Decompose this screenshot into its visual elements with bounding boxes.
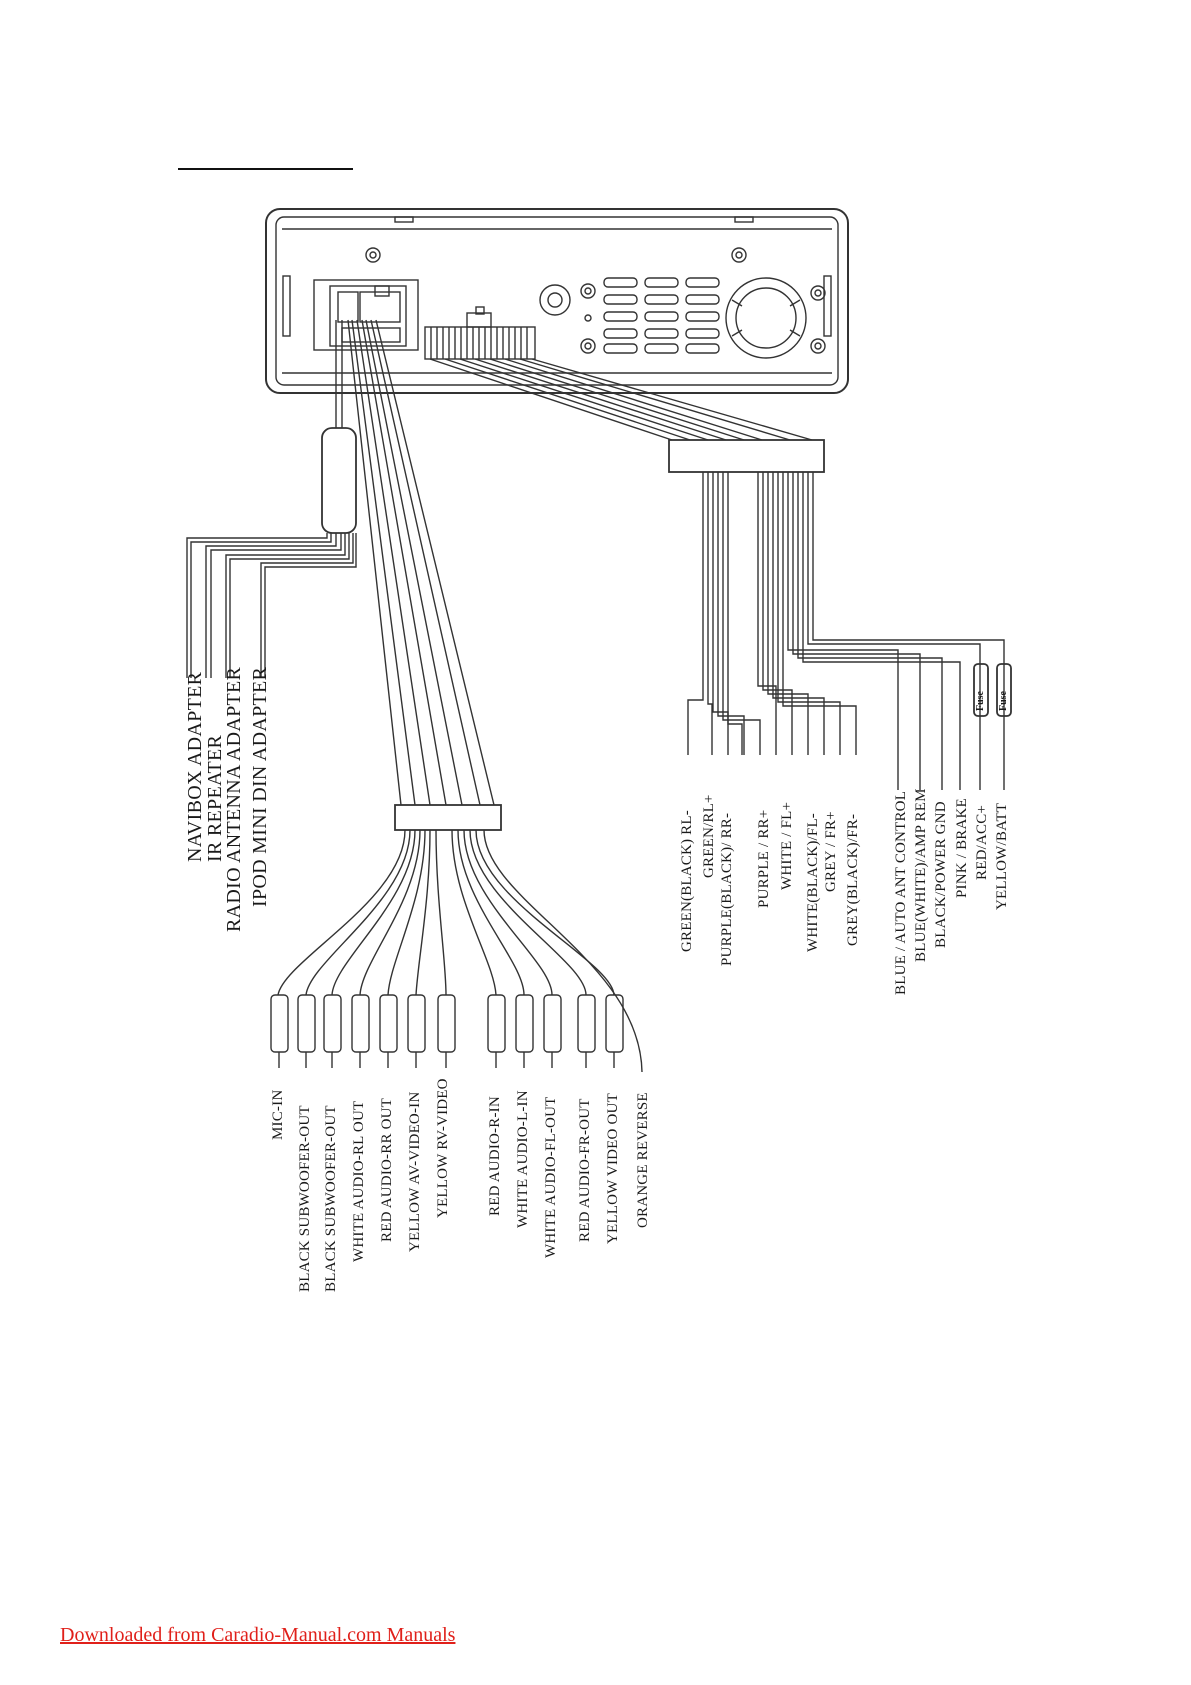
label-radio-antenna-adapter: RADIO ANTENNA ADAPTER — [223, 666, 245, 932]
label-red-audio-fr-out: RED AUDIO-FR-OUT — [577, 1098, 593, 1242]
label-purple-black-rr-minus: PURPLE(BLACK)/ RR- — [719, 812, 735, 966]
label-orange-reverse: ORANGE REVERSE — [635, 1092, 651, 1228]
label-mic-in: MIC-IN — [270, 1089, 286, 1140]
lock-icon — [539, 284, 571, 316]
label-red-audio-r-in: RED AUDIO-R-IN — [487, 1096, 503, 1216]
fuse-label-2: Fuse — [998, 691, 1009, 711]
label-green-rl-plus: GREEN/RL+ — [701, 794, 717, 878]
footer-link[interactable]: Downloaded from Caradio-Manual.com Manua… — [60, 1624, 456, 1646]
label-purple-rr-plus: PURPLE / RR+ — [756, 809, 772, 908]
heading-underline — [178, 168, 353, 170]
label-yellow-batt: YELLOW/BATT — [994, 802, 1010, 910]
fuse-label-1: Fuse — [975, 691, 986, 711]
label-green-black-rl-minus: GREEN(BLACK) RL- — [679, 810, 695, 952]
label-ir-repeater: IR REPEATER — [204, 734, 226, 862]
fuse-icon — [973, 663, 1012, 717]
label-navibox-adapter: NAVIBOX ADAPTER — [184, 671, 206, 862]
head-unit — [265, 208, 849, 394]
label-red-audio-rr-out: RED AUDIO-RR OUT — [379, 1097, 395, 1242]
iso-harness — [429, 358, 1005, 790]
label-yellow-av-video-in: YELLOW AV-VIDEO-IN — [407, 1091, 423, 1252]
label-black-power-gnd: BLACK/POWER GND — [933, 801, 949, 948]
rca-plug-icon — [270, 994, 624, 1068]
label-ipod-mini-din-adapter: IPOD MINI DIN ADAPTER — [249, 666, 271, 907]
label-black-subwoofer-out-1: BLACK SUBWOOFER-OUT — [297, 1105, 313, 1292]
screw-icon — [365, 247, 826, 354]
label-black-subwoofer-out-2: BLACK SUBWOOFER-OUT — [323, 1105, 339, 1292]
label-grey-black-fr-minus: GREY(BLACK)/FR- — [845, 813, 861, 946]
vent-grille — [603, 277, 720, 354]
connector-block — [313, 279, 536, 360]
label-pink-brake: PINK / BRAKE — [954, 798, 970, 898]
label-yellow-rv-video: YELLOW RV-VIDEO — [435, 1078, 451, 1218]
label-white-audio-fl-out: WHITE AUDIO-FL-OUT — [543, 1096, 559, 1258]
label-blue-white-amp-rem: BLUE(WHITE)/AMP REM — [913, 788, 929, 962]
adapter-cable — [186, 320, 357, 678]
label-yellow-video-out: YELLOW VIDEO OUT — [605, 1093, 621, 1244]
fan-icon — [725, 277, 807, 359]
rca-harness — [277, 319, 643, 1073]
label-white-audio-rl-out: WHITE AUDIO-RL OUT — [351, 1100, 367, 1262]
label-blue-auto-ant-control: BLUE / AUTO ANT CONTROL — [893, 790, 909, 995]
label-red-acc-plus: RED/ACC+ — [974, 804, 990, 880]
label-white-fl-plus: WHITE / FL+ — [779, 801, 795, 890]
label-grey-fr-plus: GREY / FR+ — [823, 811, 839, 892]
label-white-black-fl-minus: WHITE(BLACK)/FL- — [805, 812, 821, 952]
label-white-audio-l-in: WHITE AUDIO-L-IN — [515, 1090, 531, 1228]
